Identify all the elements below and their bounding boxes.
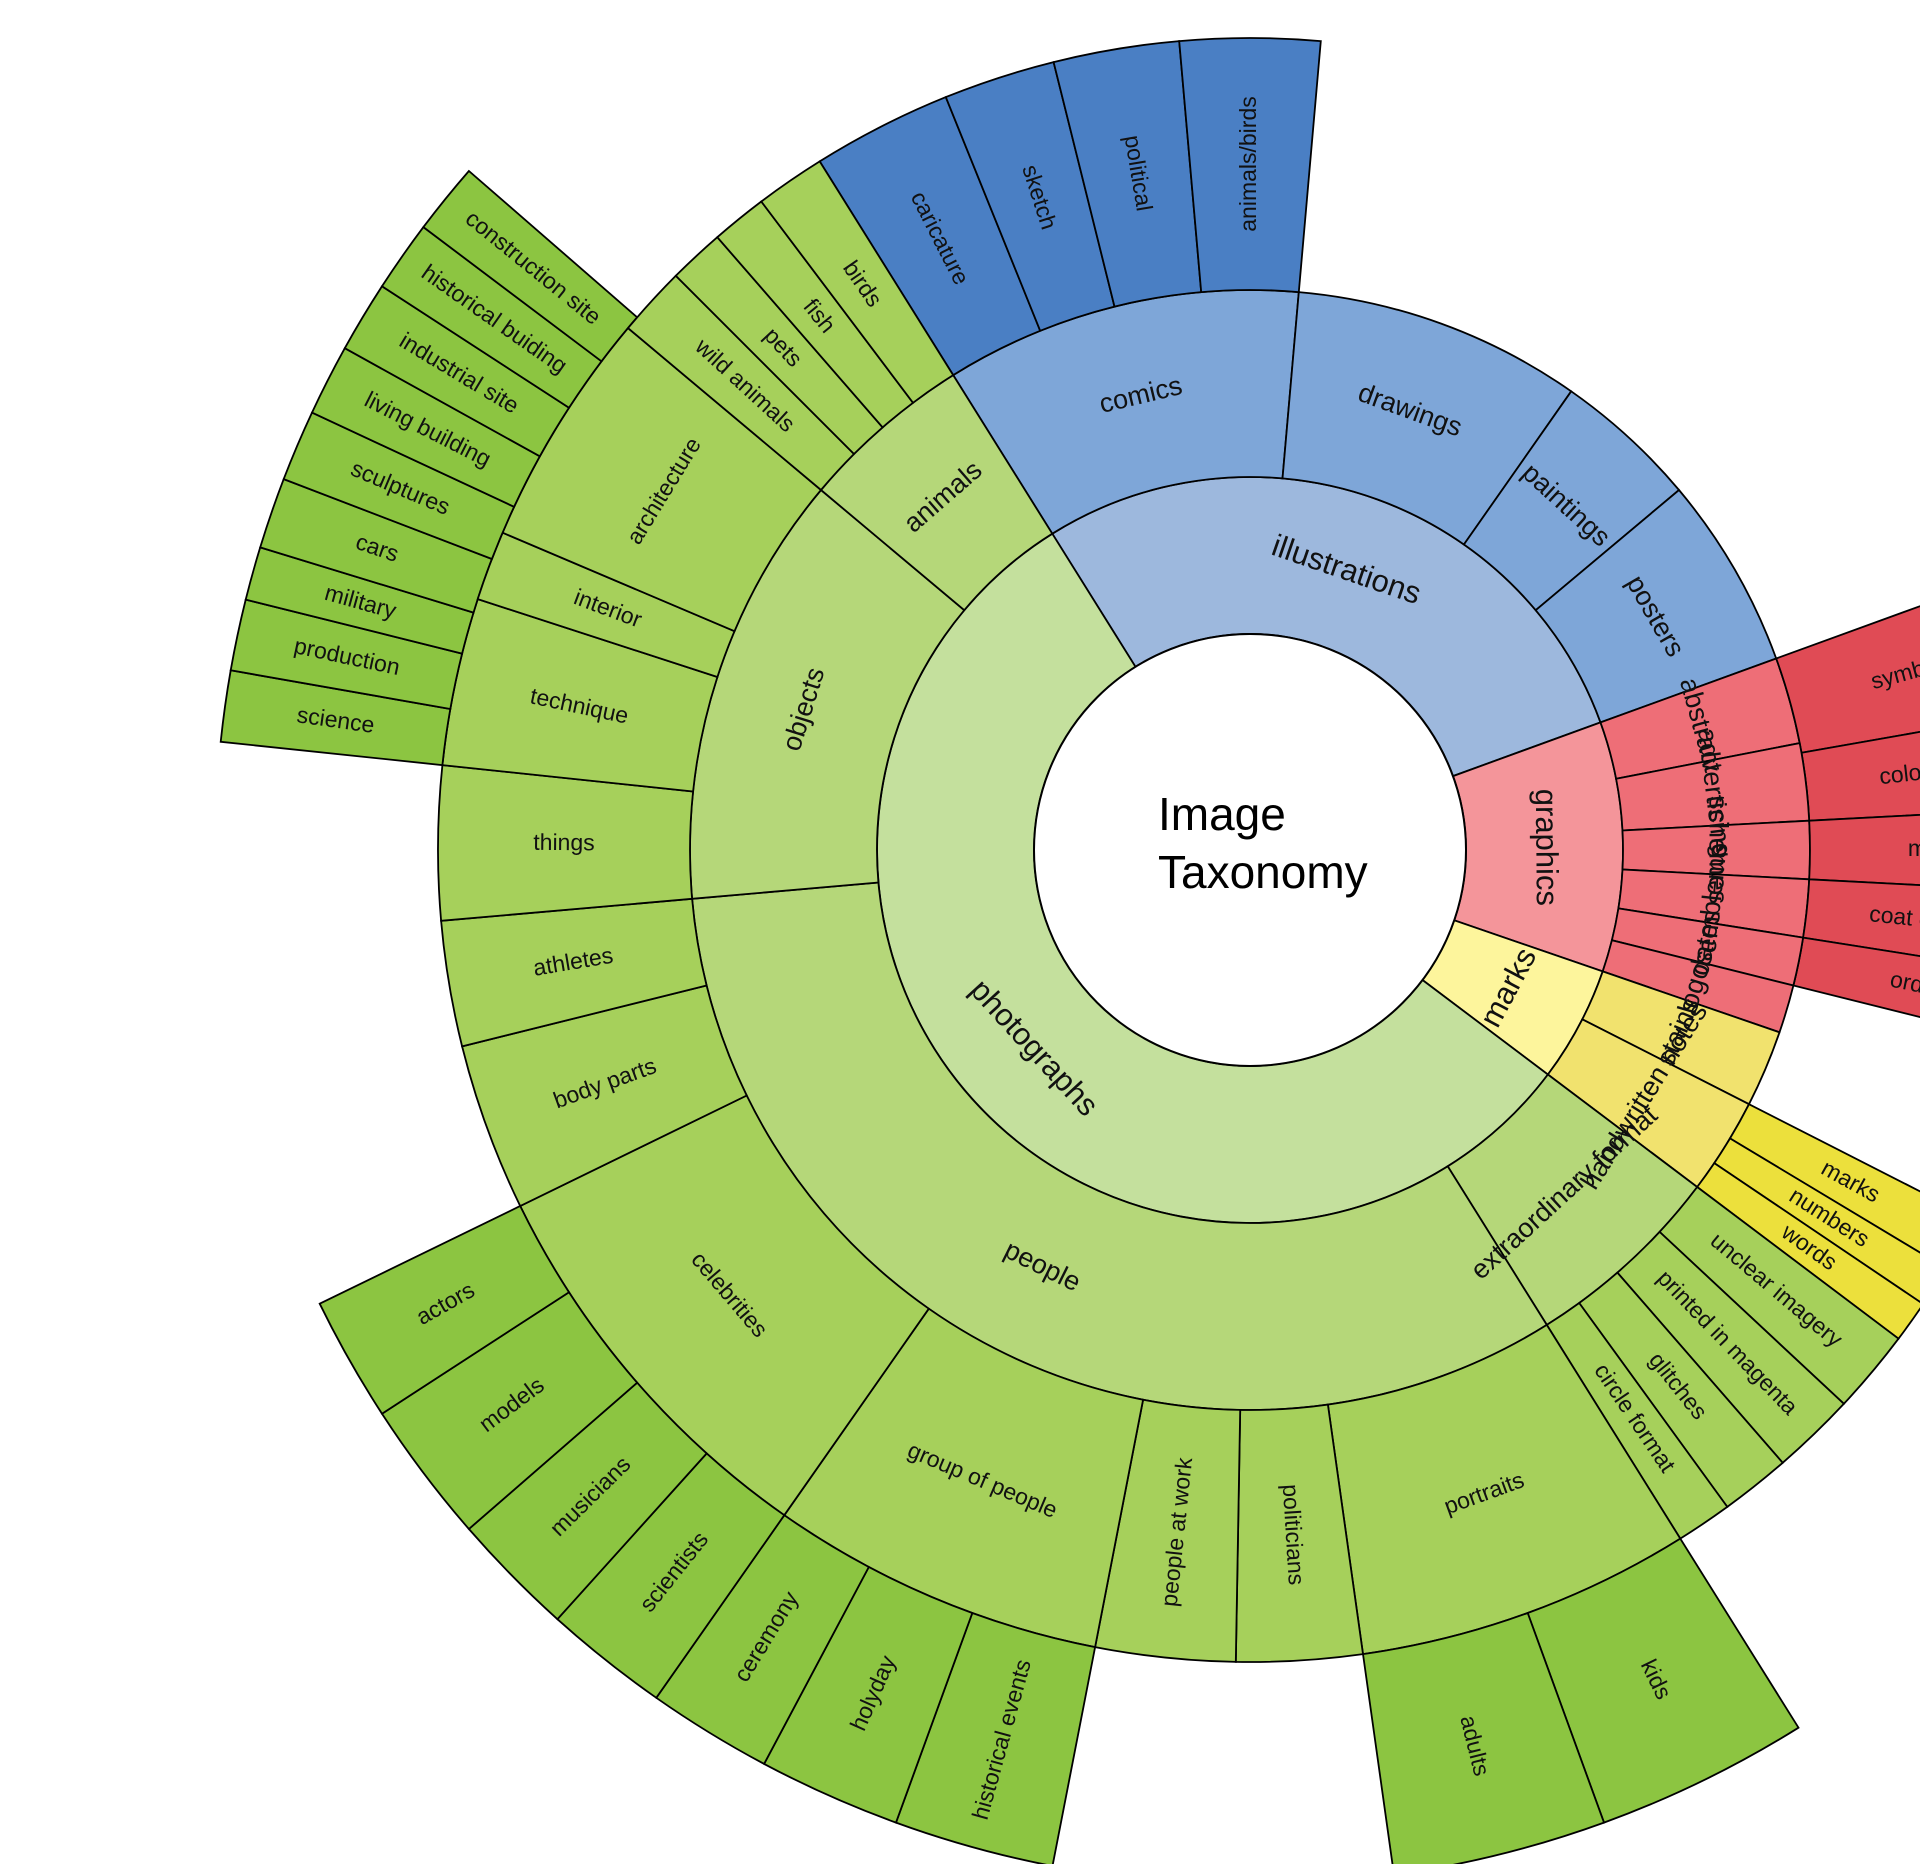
segment-adults [1361, 1611, 1606, 1864]
segment-animals-birds [1178, 37, 1322, 294]
label-things: things [533, 829, 595, 856]
label-schemes: schemes [1703, 796, 1733, 904]
label-animals-birds: animals/birds [1235, 96, 1261, 232]
center-circle [1033, 633, 1467, 1067]
label-politicians: politicians [1278, 1483, 1310, 1585]
segment-layer [219, 37, 1920, 1864]
center-title-line2: Taxonomy [1158, 846, 1368, 898]
segment-birds [760, 160, 955, 405]
center-title-line1: Image [1158, 788, 1286, 840]
segment-symbols [1775, 605, 1920, 754]
label-maps: maps [1908, 835, 1920, 861]
label-graphics: graphics [1529, 789, 1565, 906]
